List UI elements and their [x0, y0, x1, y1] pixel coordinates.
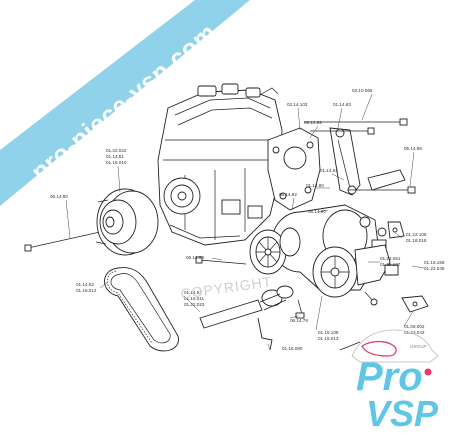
long-bolts — [24, 118, 416, 265]
alternator-bracket — [267, 127, 321, 211]
provsp-logo: GROUP Pro VSP — [351, 329, 439, 434]
label-01-16-108: 01.16.108 — [318, 330, 339, 335]
label-01-16-011: 01.16.011 — [184, 296, 205, 301]
banner-stripe — [0, 0, 250, 206]
alternator-pulley-fan — [249, 227, 301, 275]
label-06-14-92: 06.14.92 — [304, 120, 322, 125]
drive-shaft — [199, 285, 294, 329]
tensioner-arm — [329, 127, 406, 196]
label-06-14-90-a: 06.14.90 — [308, 209, 326, 214]
label-01-16-159: 01.16.159 — [424, 260, 445, 265]
label-01-14-52: 01.14.52 — [76, 282, 94, 287]
label-01-14-63-mid: 01.14.63 — [320, 168, 338, 173]
label-02-10-066: 02.10.066 — [352, 88, 373, 93]
label-06-14-88: 06.14.88 — [404, 146, 422, 151]
label-01-06-002: 01.06.002 — [404, 324, 425, 329]
part-number-labels: 02.14.103 01.14.63 02.10.066 06.14.92 06… — [50, 88, 445, 351]
label-01-22-023: 01.22.023 — [184, 302, 205, 307]
crankshaft-pulley — [95, 188, 159, 256]
label-06-14-90-b: 06.14.90 — [186, 255, 204, 260]
label-01-22-105: 01.22.105 — [406, 232, 427, 237]
logo-line-vsp: VSP — [366, 393, 439, 434]
label-01-16-080: 01.16.080 — [282, 346, 303, 351]
label-06-14-60: 06.14.60 — [50, 194, 68, 199]
small-parts — [257, 221, 429, 351]
logo-tag: GROUP — [410, 344, 427, 349]
copyright-watermark: COPYRIGHT — [180, 273, 274, 302]
label-01-14-53: 01.14.53 — [184, 290, 202, 295]
logo-dot-icon — [424, 368, 432, 376]
label-01-16-012: 01.16.012 — [76, 288, 97, 293]
label-06-14-82: 06.14.82 — [279, 192, 297, 197]
label-01-23-043: 01.23.043 — [404, 330, 425, 335]
label-01-16-010: 01.16.010 — [106, 160, 127, 165]
label-06-14-78: 06.14.78 — [290, 318, 308, 323]
label-01-16-013: 01.16.013 — [318, 336, 339, 341]
label-02-14-103: 02.14.103 — [287, 102, 308, 107]
label-01-15-107: 01.15.107 — [380, 262, 401, 267]
drive-belt — [104, 267, 179, 352]
highlight-ring-icon — [361, 340, 397, 357]
label-01-22-049: 01.22.049 — [424, 266, 445, 271]
label-01-22-061: 01.22.061 — [380, 256, 401, 261]
rear-alternator-housing — [312, 244, 391, 298]
logo-line-pro: Pro — [356, 355, 423, 399]
label-01-22-022: 01.22.022 — [106, 148, 127, 153]
leader-lines — [65, 93, 425, 351]
engine-block — [157, 83, 283, 246]
car-silhouette-icon — [351, 329, 439, 363]
label-01-14-51: 01.14.51 — [106, 154, 124, 159]
label-01-16-015: 01.16.015 — [406, 238, 427, 243]
label-01-14-80: 01.14.80 — [306, 183, 324, 188]
label-01-14-63-top: 01.14.63 — [333, 102, 351, 107]
